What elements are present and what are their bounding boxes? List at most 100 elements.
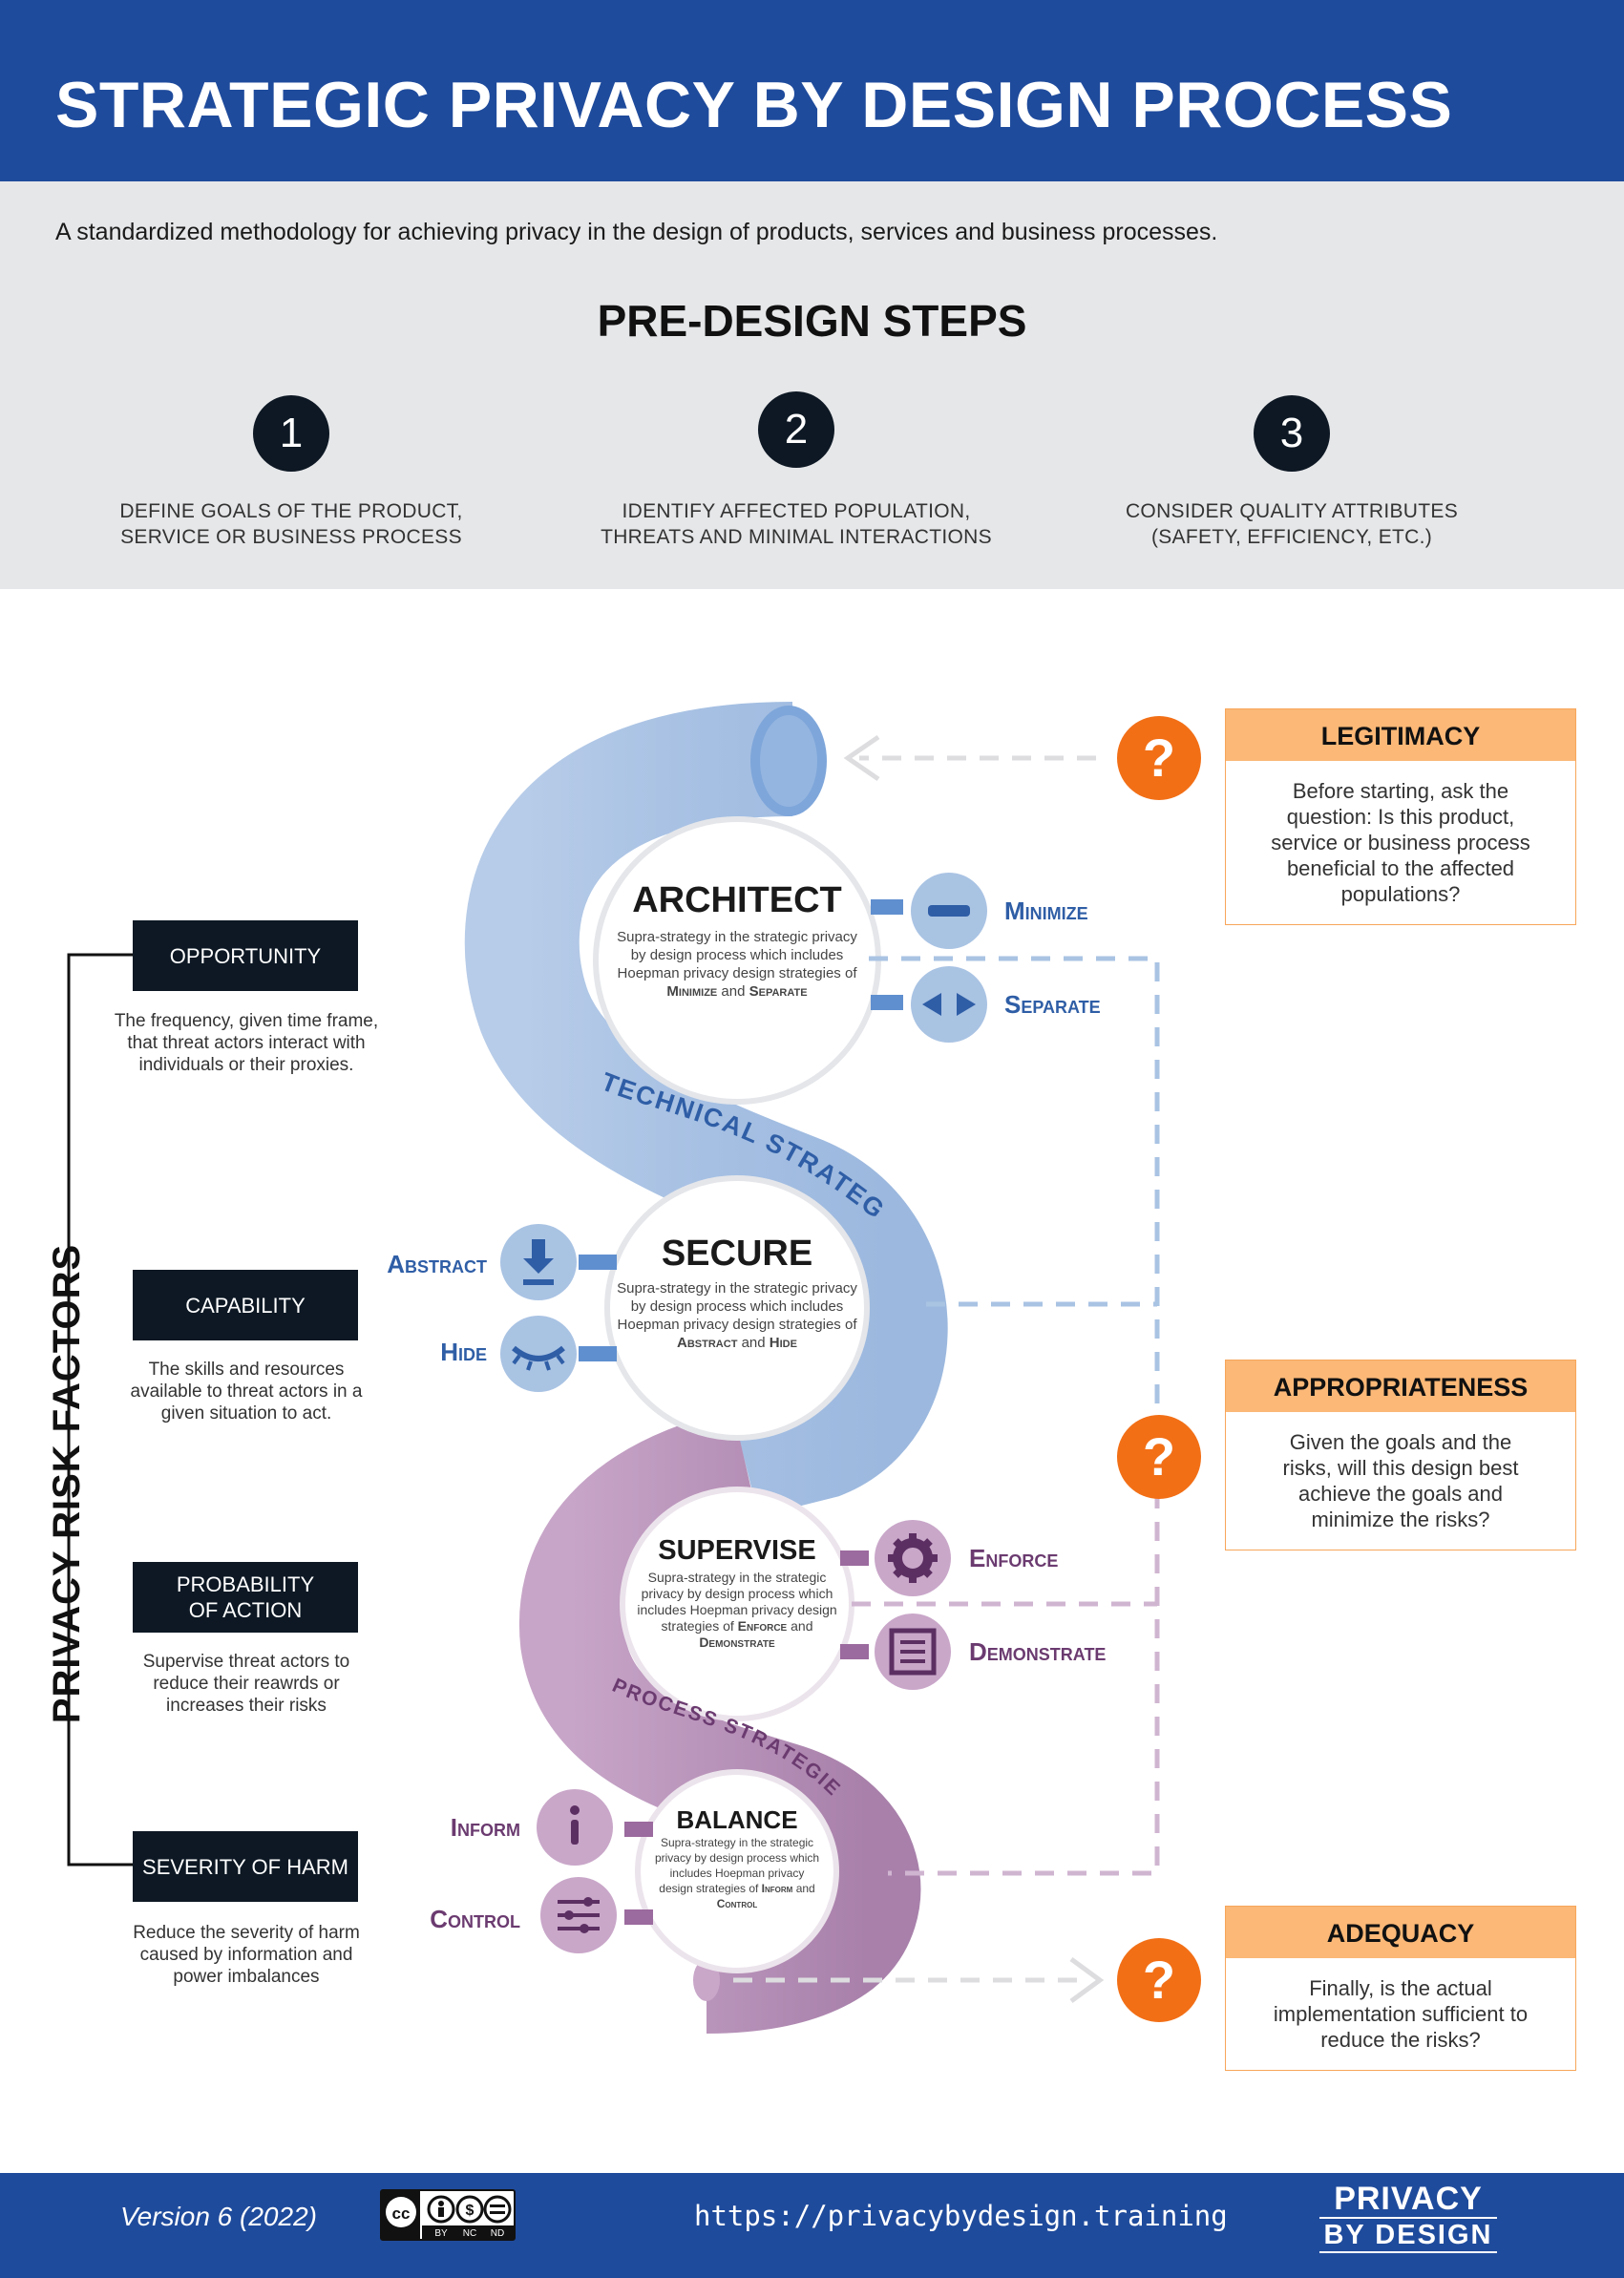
legitimacy-text: Before starting, ask the question: Is th… [1271,779,1530,906]
demonstrate-lines [900,1640,925,1663]
factor-severity-desc: Reduce the severity of harm caused by in… [133,1923,360,1987]
tactic-inform: Inform [450,1813,520,1842]
page-subtitle: A standardized methodology for achieving… [55,219,1218,245]
legitimacy-question-icon: ? [1117,716,1201,800]
step-3-line2: (SAFETY, EFFICIENCY, ETC.) [1150,526,1433,548]
license-label-nc: NC [463,2228,476,2239]
enforce-icon-bg [875,1520,951,1596]
secure-desc-a: Abstract [677,1335,738,1351]
tactic-enforce: Enforce [969,1544,1059,1572]
tactic-demonstrate: Demonstrate [969,1637,1107,1666]
svg-text:$: $ [466,2203,475,2219]
cc-icon [386,2197,416,2227]
balance-title: BALANCE [676,1805,798,1834]
architect-desc: Supra-strategy in the strategic privacy … [603,928,871,1001]
balance-circle [635,1769,839,1973]
balance-dashed-line [888,1489,1160,1876]
brand-line2: BY DESIGN [1319,2217,1497,2253]
appropriateness-question-icon: ? [1117,1415,1201,1499]
step-3-number: 3 [1254,395,1330,472]
page-title: STRATEGIC PRIVACY BY DESIGN PROCESS [55,69,1453,141]
risk-bracket [67,953,134,1867]
technical-tube [464,702,948,1517]
website-link[interactable]: https://privacybydesign.training [694,2200,1228,2232]
tube-opening-inner [760,715,817,807]
secure-desc-and: and [741,1335,766,1351]
step-3-text: CONSIDER QUALITY ATTRIBUTES (SAFETY, EFF… [1091,498,1492,550]
balance-desc-a: Inform [761,1882,793,1895]
version-label: Version 6 (2022) [120,2202,317,2231]
separate-icon-bg [911,966,987,1043]
enforce-gear-teeth [888,1533,938,1583]
hide-icon-bg [500,1316,577,1392]
adequacy-text: Finally, is the actual implementation su… [1273,1976,1529,2052]
architect-desc-a: Minimize [666,983,718,1000]
supervise-desc-text: Supra-strategy in the strategic privacy … [637,1570,837,1634]
pre-design-band [0,181,1624,589]
tactic-separate: Separate [1004,990,1101,1019]
balance-desc-and: and [795,1882,815,1895]
separate-icon [922,993,976,1016]
nc-icon [455,2195,484,2224]
supervise-title: SUPERVISE [658,1535,816,1566]
brand-line1: PRIVACY [1334,2181,1483,2217]
hide-lashes [512,1354,565,1371]
abstract-icon [523,1239,554,1285]
minimize-connector [871,899,903,915]
inform-icon-dot [570,1805,580,1815]
supervise-desc-a: Enforce [737,1618,788,1634]
footer-bar [0,2173,1624,2278]
inform-connector [624,1822,653,1837]
step-2-text: IDENTIFY AFFECTED POPULATION, THREATS AN… [596,498,997,550]
step-1-line2: SERVICE OR BUSINESS PROCESS [120,526,462,548]
secure-circle [604,1175,870,1441]
supervise-block: SUPERVISE Supra-strategy in the strategi… [628,1533,846,1651]
architect-desc-text: Supra-strategy in the strategic privacy … [617,929,857,981]
appropriateness-title: APPROPRIATENESS [1226,1360,1575,1412]
tactic-control: Control [430,1905,520,1933]
appropriateness-text: Given the goals and the risks, will this… [1282,1430,1519,1531]
step-1-line1: DEFINE GOALS OF THE PRODUCT, [119,500,463,522]
cc-license-badge[interactable]: cc $ BY NC ND [380,2189,516,2241]
control-connector [624,1909,653,1925]
architect-desc-and: and [721,983,746,1000]
demonstrate-icon [889,1628,937,1676]
factor-opportunity-desc: The frequency, given time frame, that th… [114,1011,379,1075]
demonstrate-connector [840,1644,869,1659]
adequacy-title: ADEQUACY [1226,1907,1575,1958]
abstract-connector [579,1255,617,1270]
license-label-by: BY [434,2228,448,2239]
factor-probability-desc: Supervise threat actors to reduce their … [142,1652,350,1716]
supervise-desc-and: and [791,1618,813,1634]
step-2-line1: IDENTIFY AFFECTED POPULATION, [622,500,971,522]
factor-capability: CAPABILITY [133,1270,358,1340]
step-3-line1: CONSIDER QUALITY ATTRIBUTES [1125,500,1459,522]
secure-desc: Supra-strategy in the strategic privacy … [611,1279,863,1352]
secure-block: SECURE Supra-strategy in the strategic p… [611,1232,863,1352]
adequacy-question-icon: ? [1117,1938,1201,2022]
step-2-line2: THREATS AND MINIMAL INTERACTIONS [601,526,992,548]
secure-desc-b: Hide [769,1335,797,1351]
pre-design-title: PRE-DESIGN STEPS [597,296,1027,346]
supervise-desc: Supra-strategy in the strategic privacy … [628,1570,846,1651]
hide-icon [512,1345,565,1361]
step-1-number: 1 [253,395,329,472]
tactic-abstract: Abstract [387,1250,487,1278]
balance-desc-text: Supra-strategy in the strategic privacy … [654,1836,820,1895]
risk-factors-title: PRIVACY RISK FACTORS [46,1243,88,1724]
step-2-number: 2 [758,391,834,468]
factor-severity: SEVERITY OF HARM [133,1831,358,1902]
license-label-nd: ND [491,2228,504,2239]
enforce-connector [840,1550,869,1566]
supervise-desc-b: Demonstrate [699,1635,775,1650]
minimize-icon [928,905,970,917]
adequacy-box: ADEQUACY Finally, is the actual implemen… [1225,1906,1576,2071]
enforce-icon [893,1538,933,1578]
privacy-by-design-logo: PRIVACY BY DESIGN [1308,2183,1508,2253]
title-bar [0,0,1624,181]
balance-desc-b: Control [716,1897,758,1910]
tactic-hide: Hide [440,1338,487,1366]
inform-icon [571,1820,579,1845]
architect-dashed-line [869,956,1160,1419]
factor-opportunity: OPPORTUNITY [133,920,358,991]
